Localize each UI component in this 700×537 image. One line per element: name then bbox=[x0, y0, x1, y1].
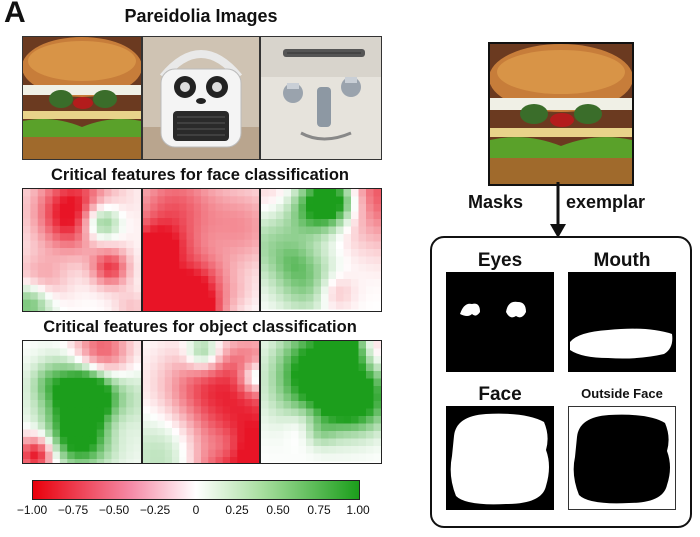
panel-letter: A bbox=[4, 0, 26, 29]
pareidolia-title: Pareidolia Images bbox=[124, 6, 278, 26]
face-features-title: Critical features for face classificatio… bbox=[50, 166, 350, 184]
masks-panel bbox=[430, 236, 692, 528]
masks-label: Masks bbox=[468, 192, 524, 212]
mouth-mask bbox=[568, 272, 676, 372]
face-heatmap bbox=[142, 188, 260, 312]
eyes-mask bbox=[446, 272, 554, 372]
colorbar-tick: 0.75 bbox=[307, 503, 331, 517]
eyes-title: Eyes bbox=[477, 250, 523, 271]
object-features-title: Critical features for object classificat… bbox=[43, 318, 357, 336]
colorbar-tick: −0.25 bbox=[139, 503, 171, 517]
outside-face-title: Outside Face bbox=[581, 386, 663, 401]
face-mask bbox=[446, 406, 554, 510]
colorbar-tick: 0.25 bbox=[225, 503, 249, 517]
colorbar-tick: 0 bbox=[192, 503, 200, 517]
outside-face-mask bbox=[568, 406, 676, 510]
colorbar-tick: −1.00 bbox=[16, 503, 48, 517]
colorbar bbox=[32, 480, 360, 500]
colorbar-tick: −0.50 bbox=[98, 503, 130, 517]
colorbar-tick: 0.50 bbox=[266, 503, 290, 517]
colorbar-tick: −0.75 bbox=[57, 503, 89, 517]
face-heatmap bbox=[260, 188, 382, 312]
mouth-title: Mouth bbox=[593, 250, 651, 271]
colorbar-tick: 1.00 bbox=[346, 503, 370, 517]
heater-image bbox=[142, 36, 260, 160]
down-arrow-icon bbox=[550, 182, 566, 238]
colorbar-ticks: −1.00 −0.75 −0.50 −0.25 0 0.25 0.50 0.75… bbox=[17, 503, 370, 519]
object-heatmap bbox=[22, 340, 142, 464]
face-heatmap bbox=[22, 188, 142, 312]
face-title: Face bbox=[478, 384, 522, 405]
sink-faucet-image bbox=[260, 36, 382, 160]
sandwich-image bbox=[22, 36, 142, 160]
object-heatmap bbox=[142, 340, 260, 464]
exemplar-image bbox=[488, 42, 634, 186]
exemplar-label: exemplar bbox=[566, 192, 646, 212]
object-heatmap bbox=[260, 340, 382, 464]
